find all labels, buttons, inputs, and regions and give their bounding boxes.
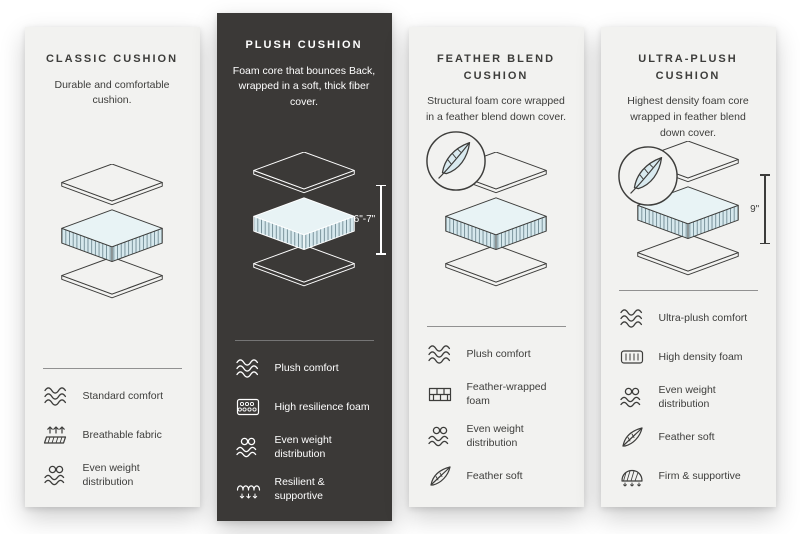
feature-label: Feather soft xyxy=(466,469,523,482)
comfort-waves-icon xyxy=(617,305,647,331)
feature-row: Feather-wrapped foam xyxy=(425,380,568,408)
resilience-foam-icon xyxy=(233,394,263,420)
divider xyxy=(618,289,758,291)
feature-row: Firm & supportive xyxy=(617,463,760,489)
feature-row: Resilient & supportive xyxy=(233,475,376,503)
even-weight-icon xyxy=(41,462,71,488)
comfort-waves-icon xyxy=(41,383,71,409)
features-list: Plush comfort Feather-wrapped foam Even … xyxy=(425,341,568,489)
feature-label: Even weight distribution xyxy=(466,422,524,449)
feature-label: High resilience foam xyxy=(274,401,370,414)
cushion-illustration xyxy=(425,126,568,315)
card-feather-blend-cushion: FEATHER BLEND CUSHION Structural foam co… xyxy=(408,27,584,507)
measurement-label: 9" xyxy=(750,203,760,215)
feature-row: Feather soft xyxy=(425,463,568,489)
cushion-illustration xyxy=(41,109,184,356)
spring-support-icon xyxy=(233,476,263,502)
breathable-fabric-icon xyxy=(41,422,71,448)
measurement-line xyxy=(374,184,388,255)
card-description: Highest density foam core wrapped in fea… xyxy=(627,95,749,139)
comfort-waves-icon xyxy=(425,341,455,367)
firm-support-icon xyxy=(617,463,647,489)
density-foam-icon xyxy=(617,344,647,370)
features-list: Plush comfort High resilience foam Even … xyxy=(233,355,376,503)
feature-label: Even weight distribution xyxy=(658,383,716,410)
layered-cushion-diagram xyxy=(253,151,355,286)
feature-label: Feather soft xyxy=(658,430,715,443)
foam-bricks-icon xyxy=(425,381,455,407)
comfort-waves-icon xyxy=(233,355,263,381)
feature-row: Plush comfort xyxy=(425,341,568,367)
feature-label: Plush comfort xyxy=(466,348,531,361)
height-measurement: 6"-7" xyxy=(353,184,388,255)
even-weight-icon xyxy=(617,384,647,410)
feature-label: Standard comfort xyxy=(82,389,164,402)
features-list: Ultra-plush comfort High density foam Ev… xyxy=(617,305,760,489)
feature-label: Plush comfort xyxy=(274,362,339,375)
card-description: Foam core that bounces Back, wrapped in … xyxy=(232,64,376,109)
height-measurement: 9" xyxy=(750,174,772,245)
card-description: Durable and comfortable cushion. xyxy=(54,78,170,107)
card-description: Structural foam core wrapped in a feathe… xyxy=(425,95,567,123)
cushion-illustration: 6"-7" xyxy=(233,111,388,329)
even-weight-icon xyxy=(425,423,455,449)
measurement-label: 6"-7" xyxy=(353,214,376,226)
card-title: PLUSH CUSHION xyxy=(245,39,363,51)
measurement-line xyxy=(758,174,772,245)
feature-label: Even weight distribution xyxy=(274,434,332,461)
divider xyxy=(42,367,182,369)
card-ultra-plush-cushion: ULTRA-PLUSH CUSHION Highest density foam… xyxy=(600,27,776,507)
feather-icon xyxy=(425,463,455,489)
feather-circle-icon xyxy=(425,130,486,191)
feature-row: Even weight distribution xyxy=(233,433,376,461)
even-weight-icon xyxy=(233,434,263,460)
cushion-illustration: 9" xyxy=(617,141,772,277)
feature-label: High density foam xyxy=(658,350,743,363)
divider xyxy=(234,340,374,342)
card-plush-cushion: PLUSH CUSHION Foam core that bounces Bac… xyxy=(216,13,392,521)
feature-row: Even weight distribution xyxy=(617,383,760,411)
card-classic-cushion: CLASSIC CUSHION Durable and comfortable … xyxy=(24,27,200,507)
card-title: ULTRA-PLUSH CUSHION xyxy=(638,53,738,82)
feature-row: Breathable fabric xyxy=(41,422,184,448)
feature-row: High resilience foam xyxy=(233,394,376,420)
feature-label: Even weight distribution xyxy=(82,461,140,488)
card-title: FEATHER BLEND CUSHION xyxy=(436,53,556,82)
feature-row: Even weight distribution xyxy=(425,422,568,450)
feather-circle-icon xyxy=(617,146,678,207)
features-list: Standard comfort Breathable fabric Even … xyxy=(41,383,184,489)
feature-label: Ultra-plush comfort xyxy=(658,311,748,324)
feature-row: Standard comfort xyxy=(41,383,184,409)
feature-row: High density foam xyxy=(617,344,760,370)
feather-icon xyxy=(617,424,647,450)
layered-cushion-diagram xyxy=(61,164,163,299)
feature-row: Even weight distribution xyxy=(41,461,184,489)
feature-label: Firm & supportive xyxy=(658,469,741,482)
feature-row: Ultra-plush comfort xyxy=(617,305,760,331)
feature-label: Resilient & supportive xyxy=(274,475,325,502)
divider xyxy=(426,326,566,328)
feature-row: Feather soft xyxy=(617,424,760,450)
feature-label: Breathable fabric xyxy=(82,428,162,441)
card-title: CLASSIC CUSHION xyxy=(45,53,179,65)
feature-label: Feather-wrapped foam xyxy=(466,381,547,408)
feature-row: Plush comfort xyxy=(233,355,376,381)
